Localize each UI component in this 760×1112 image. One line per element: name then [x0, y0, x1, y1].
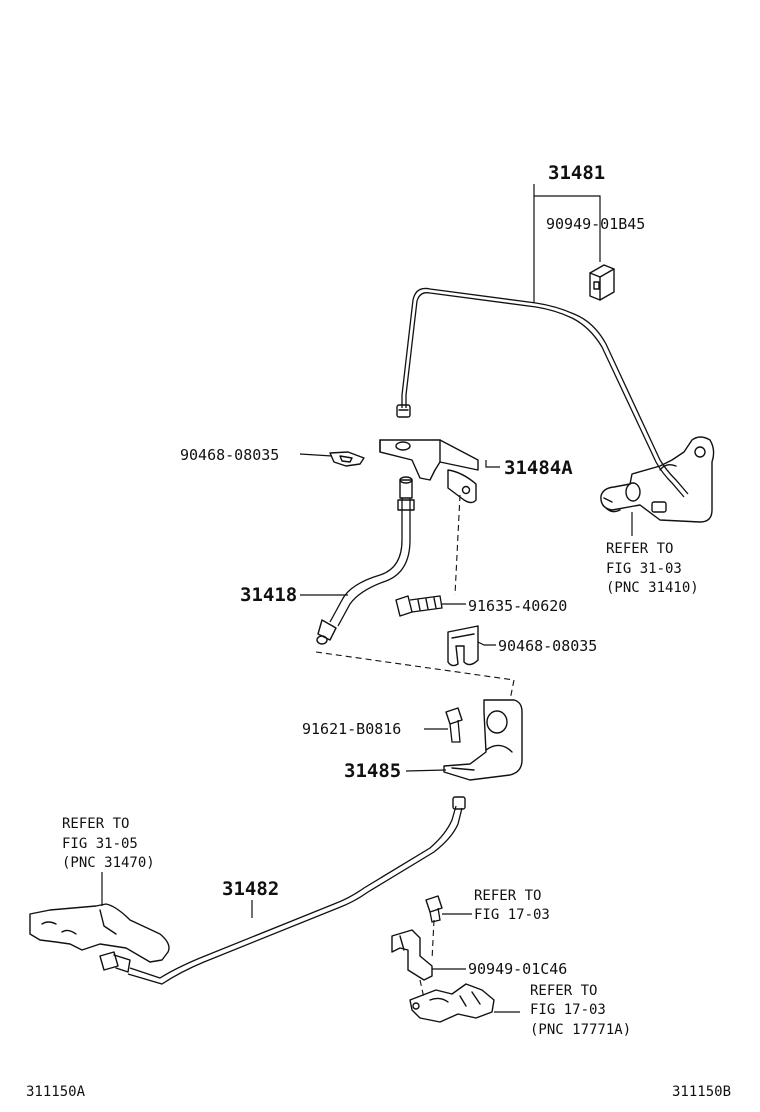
ref-fig31-03-line2: FIG 31-03: [606, 561, 682, 577]
bolt-91621-B0816: [445, 707, 463, 743]
figure-code-right: 311150B: [672, 1084, 731, 1100]
label-31482: 31482: [222, 878, 279, 900]
clamp-90949-01B45: [589, 264, 615, 301]
leader-90468-top: [299, 453, 333, 457]
clamp-90949-01C46: [391, 929, 433, 981]
master-cylinder: [600, 436, 715, 536]
label-31484A: 31484A: [504, 457, 573, 479]
dash-bolt-clamp: [431, 919, 435, 961]
ref-fig31-05-line2: FIG 31-05: [62, 836, 138, 852]
clip-90468-08035-mid: [447, 625, 479, 667]
label-90468-08035-mid: 90468-08035: [498, 637, 597, 655]
ref-fig17-03-b-line1: REFER TO: [530, 983, 597, 999]
ref-fig17-03-a-line1: REFER TO: [474, 888, 541, 904]
ref-fig31-03-line3: (PNC 31410): [606, 580, 699, 596]
bolt-refer-17-03: [425, 895, 443, 923]
bolt-91635-40620: [395, 595, 443, 617]
leader-31485: [405, 769, 447, 772]
leader-31484A: [485, 460, 500, 468]
label-31481: 31481: [548, 162, 605, 184]
ref-fig31-05-line1: REFER TO: [62, 816, 129, 832]
clip-90468-08035-top: [329, 451, 365, 467]
bracket-31485: [443, 699, 523, 781]
ref-fig31-03-line1: REFER TO: [606, 541, 673, 557]
label-90468-08035-top: 90468-08035: [180, 446, 279, 464]
dash-hose-bracket: [315, 651, 515, 701]
hose-31418: [316, 476, 415, 645]
label-31418: 31418: [240, 584, 297, 606]
label-91621-B0816: 91621-B0816: [302, 720, 401, 738]
ref-fig17-03-b-line3: (PNC 17771A): [530, 1022, 631, 1038]
ref-fig31-05-line3: (PNC 31470): [62, 855, 155, 871]
leader-31481: [533, 184, 601, 303]
label-90949-01C46: 90949-01C46: [468, 960, 567, 978]
pipe-31482: [99, 796, 466, 985]
dash-bracket-bolt: [454, 494, 461, 596]
figure-code-left: 311150A: [26, 1084, 86, 1100]
label-90949-01B45: 90949-01B45: [546, 215, 645, 233]
bracket-31484A: [379, 439, 479, 504]
label-31485: 31485: [344, 760, 401, 782]
bracket-refer-17-03: [409, 983, 495, 1023]
label-91635-40620: 91635-40620: [468, 597, 567, 615]
ref-fig17-03-a-line2: FIG 17-03: [474, 907, 550, 923]
slave-cylinder: [29, 872, 170, 963]
leader-90468-mid: [477, 641, 496, 646]
ref-fig17-03-b-line2: FIG 17-03: [530, 1002, 606, 1018]
